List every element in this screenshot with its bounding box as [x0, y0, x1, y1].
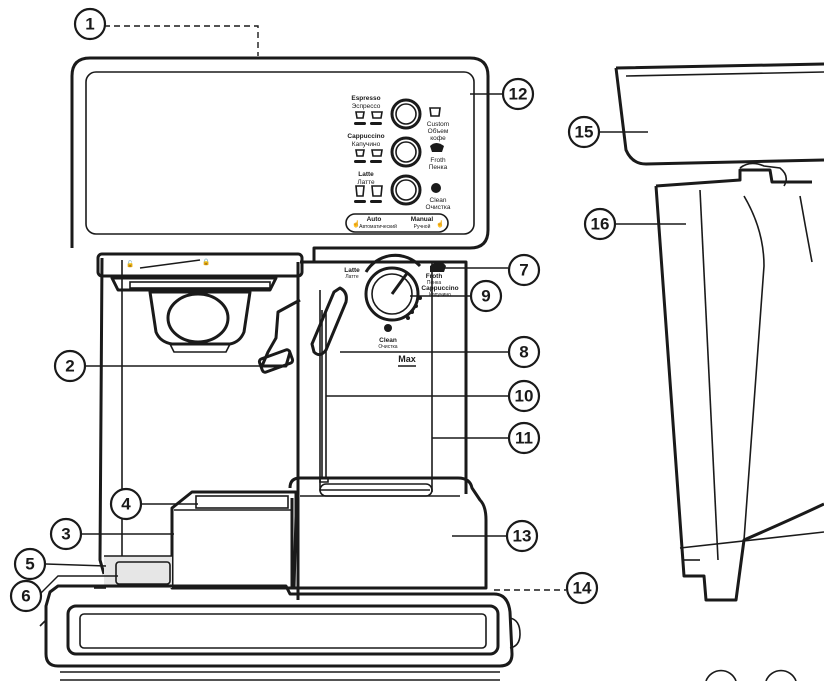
milk-jug — [614, 62, 824, 602]
lock-icon: 🔒 — [202, 258, 210, 266]
dial-clean-ru-label: Очистка — [378, 344, 397, 350]
froth-pitcher-icon — [430, 262, 446, 272]
callout-12: 12 — [501, 77, 535, 111]
callout-16: 16 — [583, 207, 617, 241]
froth-label: Froth — [430, 157, 446, 164]
cup-icon — [355, 111, 365, 119]
dial-clean-label: Clean — [379, 337, 397, 344]
callout-5: 5 — [13, 547, 47, 581]
espresso-label: Espresso — [351, 95, 380, 102]
auto-label: Auto — [367, 216, 382, 223]
unlock-icon: 🔓 — [126, 260, 134, 268]
callout-2: 2 — [53, 349, 87, 383]
steam-wand — [257, 298, 301, 374]
custom-ru-label-1: Объем — [428, 127, 449, 135]
max-label: Max — [398, 354, 416, 364]
svg-text:6: 6 — [21, 587, 30, 606]
group-head: 🔓 🔒 — [96, 252, 304, 353]
clean-icon — [384, 324, 392, 332]
svg-text:9: 9 — [481, 287, 490, 306]
svg-text:3: 3 — [61, 525, 70, 544]
froth-pitcher-icon — [430, 143, 444, 152]
cup-icon — [429, 107, 441, 117]
svg-text:13: 13 — [513, 527, 532, 546]
froth-button[interactable] — [390, 136, 422, 168]
svg-text:10: 10 — [515, 387, 534, 406]
clean-button[interactable] — [390, 174, 422, 206]
callout-13: 13 — [505, 519, 539, 553]
dial-latte-label: Latte — [344, 267, 360, 274]
callout-8: 8 — [507, 335, 541, 369]
svg-text:12: 12 — [509, 85, 528, 104]
callout-14: 14 — [565, 571, 599, 605]
svg-text:15: 15 — [575, 123, 594, 142]
auto-ru-label: Автоматический — [359, 223, 397, 230]
custom-ru-label-2: кофе — [430, 135, 446, 142]
hand-icon: ☝ — [436, 219, 444, 228]
froth-ru-label: Пенка — [429, 164, 448, 171]
manual-label: Manual — [411, 216, 434, 223]
clean-label: Clean — [430, 197, 447, 204]
svg-text:1: 1 — [85, 15, 94, 34]
selector-dial[interactable]: Latte Латте Froth Пенка Cappuccino Капуч… — [344, 253, 459, 350]
cappuccino-ru-label: Капучино — [352, 141, 381, 148]
cup-icon — [355, 149, 365, 157]
cup-icon — [371, 111, 383, 119]
callouts: 1 2 3 4 5 6 7 8 9 10 11 12 13 14 15 16 — [9, 7, 617, 613]
callout-6: 6 — [9, 579, 43, 613]
manual-ru-label: Ручной — [414, 223, 431, 230]
callout-9: 9 — [469, 279, 503, 313]
cup-grate — [195, 495, 289, 509]
cup-icon — [371, 185, 383, 197]
svg-text:11: 11 — [515, 429, 533, 448]
callout-7: 7 — [507, 253, 541, 287]
svg-text:7: 7 — [519, 261, 528, 280]
custom-button[interactable] — [390, 98, 422, 130]
dial-cappuccino-label: Cappuccino — [421, 285, 458, 292]
callout-3: 3 — [49, 517, 83, 551]
callout-4: 4 — [109, 487, 143, 521]
dial-froth-label: Froth — [426, 273, 443, 280]
dial-cappuccino-ru-label: Капучино — [429, 292, 451, 298]
callout-15: 15 — [567, 115, 601, 149]
callout-1: 1 — [73, 7, 107, 41]
custom-label: Custom — [427, 121, 449, 128]
svg-text:5: 5 — [25, 555, 34, 574]
callout-11: 11 — [507, 421, 541, 455]
clean-icon — [431, 183, 441, 193]
espresso-ru-label: Эспрессо — [352, 103, 381, 110]
svg-text:2: 2 — [65, 357, 74, 376]
hand-icon: ☝ — [352, 219, 360, 228]
control-panel: Espresso Эспрессо Cappuccino Капучино La… — [345, 95, 451, 233]
latte-label: Latte — [358, 171, 374, 178]
machine-body: Max — [70, 56, 490, 600]
svg-text:8: 8 — [519, 343, 528, 362]
cup-icon — [355, 185, 365, 197]
cappuccino-label: Cappuccino — [347, 133, 384, 140]
leader-lines — [39, 25, 686, 595]
milk-tube — [310, 286, 348, 357]
callout-10: 10 — [507, 379, 541, 413]
cup-icon — [371, 149, 383, 157]
svg-text:4: 4 — [121, 495, 131, 514]
svg-text:14: 14 — [573, 579, 592, 598]
drip-area — [39, 490, 521, 681]
dial-latte-ru-label: Латте — [345, 274, 358, 280]
dial-froth-ru-label: Пенка — [427, 280, 441, 286]
latte-ru-label: Латте — [357, 179, 375, 186]
clean-ru-label: Очистка — [426, 204, 451, 211]
svg-text:16: 16 — [591, 215, 610, 234]
